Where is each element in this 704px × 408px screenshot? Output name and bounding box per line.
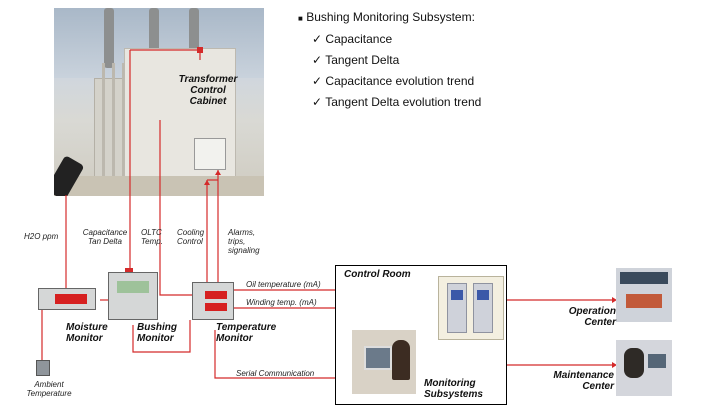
check-icon: ✓ [312, 32, 323, 46]
arrow-operation [612, 297, 617, 303]
junction-box [197, 47, 203, 53]
bushing-monitor-device [108, 272, 158, 320]
radiator-fin [112, 63, 115, 183]
h2o-label: H2O ppm [24, 232, 59, 241]
square-icon: ■ [298, 14, 303, 23]
bushing-insulator [104, 8, 114, 68]
cabinet-picture [438, 276, 504, 340]
moisture-display [55, 294, 87, 304]
bushing-insulator [149, 8, 159, 68]
unit-screen [477, 290, 489, 300]
ambient-sensor-icon [36, 360, 50, 376]
radiator-fin [122, 63, 125, 183]
serial-line [214, 330, 355, 379]
winding-temp-label: Winding temp. (mA) [246, 298, 317, 307]
bullet-title: ■ Bushing Monitoring Subsystem: [298, 10, 475, 24]
monitor-unit [447, 283, 467, 333]
bullet-item: ✓ Tangent Delta [312, 53, 400, 67]
oil-temp-label: Oil temperature (mA) [246, 280, 321, 289]
bushing-temp-line [132, 320, 191, 353]
control-room-label: Control Room [344, 269, 411, 280]
bushing-display [117, 281, 149, 293]
bullet-item: ✓ Tangent Delta evolution trend [312, 95, 482, 109]
bushing-insulator [189, 8, 199, 68]
bullet-item: ✓ Capacitance evolution trend [312, 74, 475, 88]
ambient-line [41, 304, 60, 360]
arrow-alarms [215, 170, 221, 175]
arrow-cooling [204, 180, 210, 185]
monitor-unit [473, 283, 493, 333]
temp-display-2 [205, 303, 227, 311]
video-wall [620, 272, 668, 284]
arrow-maintenance [612, 362, 617, 368]
control-cabinet [194, 138, 226, 170]
cabinet-label: Transformer Control Cabinet [178, 74, 238, 107]
maintenance-screen [648, 354, 666, 368]
check-icon: ✓ [312, 95, 323, 109]
ground [54, 176, 264, 196]
computer-screen [364, 346, 392, 370]
temp-display-1 [205, 291, 227, 299]
junction [125, 268, 133, 274]
temperature-monitor-device [192, 282, 234, 320]
bullet-item: ✓ Capacitance [312, 32, 393, 46]
radiator-fin [102, 63, 105, 183]
operator [392, 340, 410, 380]
technician [624, 348, 644, 378]
check-icon: ✓ [312, 74, 323, 88]
workstation-picture [352, 330, 416, 394]
transformer-photo [54, 8, 264, 196]
maintenance-center-picture [616, 340, 672, 396]
unit-screen [451, 290, 463, 300]
serial-label: Serial Communication [236, 369, 315, 378]
desk [626, 294, 662, 308]
moisture-monitor-device [38, 288, 96, 310]
check-icon: ✓ [312, 53, 323, 67]
capacitance-top-line [130, 49, 201, 60]
operation-center-picture [616, 268, 672, 322]
alarms-label: Alarms,trips,signaling [228, 228, 260, 255]
oltc-line [159, 120, 192, 296]
